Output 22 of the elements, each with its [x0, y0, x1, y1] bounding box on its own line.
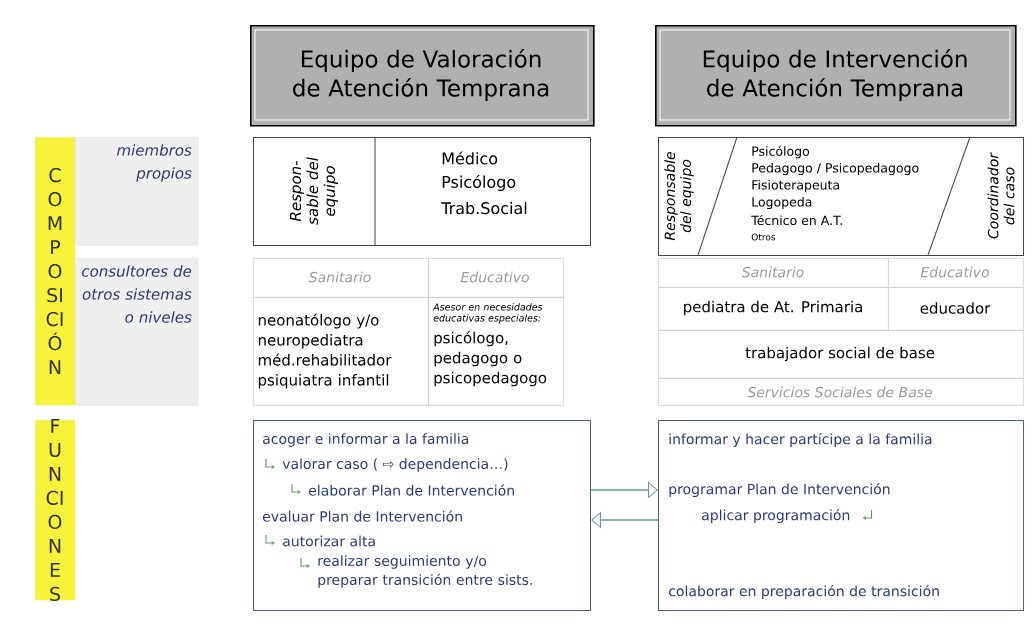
table-cell: pediatra de At. Primaria — [658, 287, 889, 331]
members-box: Respon- sable del equipo Médico Psicólogo Trab.Social — [253, 136, 591, 246]
arrow — [591, 512, 659, 529]
table-cell: Educativo — [428, 258, 564, 298]
table-cell: trabajador social de base — [658, 330, 1024, 379]
table-cell: Asesor en necesidades educativas especiales: psicólogo, pedagogo o psicopedagogo — [428, 297, 564, 406]
table-cell: Servicios Sociales de Base — [658, 378, 1024, 406]
team-title-box: Equipo de Valoración de Atención Temprana — [250, 25, 595, 127]
table-cell: Sanitario — [658, 258, 889, 288]
functions-box: informar y hacer partícipe a la familia programar Plan de Intervención aplicar programación colaborar en preparación de transición — [658, 420, 1024, 611]
table-cell: educador — [888, 287, 1024, 331]
functions-box: acoger e informar a la familia valorar caso ( ⇨ dependencia…) elaborar Plan de Intervención evaluar Plan de Intervención autorizar alta realizar seguimiento y/o preparar transición entre sists. — [253, 420, 591, 611]
category-band: FUNCIONES — [35, 418, 76, 602]
table-cell: neonatólogo y/o neuropediatra méd.rehabilitador psiquiatra infantil — [253, 297, 429, 406]
members-box: Responsable del equipo Psicólogo Pedagogo / Psicopedagogo Fisioterapeuta Logopeda Técnico en A.T. Otros Coordinador del caso — [658, 136, 1024, 256]
team-title-box: Equipo de Intervención de Atención Temprana — [655, 25, 1017, 127]
row-label-box: consultores de otros sistemas o niveles — [75, 258, 199, 406]
category-band: COMPOSICIÓN — [35, 137, 76, 406]
table-cell: Sanitario — [253, 258, 429, 298]
row-label-box: miembros propios — [75, 137, 199, 246]
table-cell: Educativo — [888, 258, 1024, 288]
arrow — [590, 482, 658, 498]
